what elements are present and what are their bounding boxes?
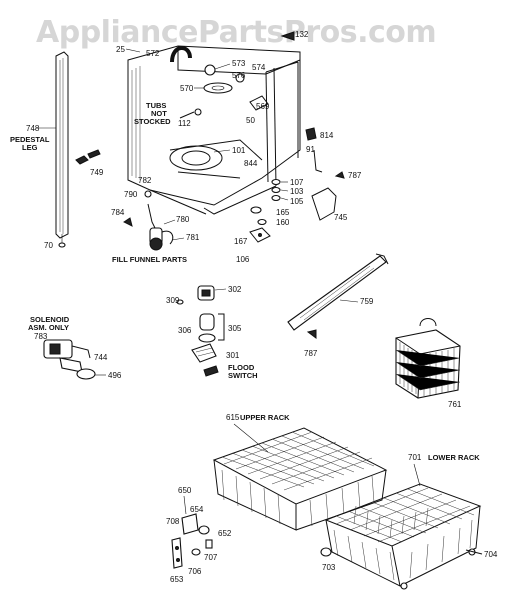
pedestal-caption-line2: LEG — [22, 143, 38, 152]
flood-switch-assembly: 302 309 305 306 301 FLOOD SWITCH — [166, 285, 258, 380]
flood-caption-line2: SWITCH — [228, 371, 258, 380]
tubs-caption-line2: NOT — [151, 109, 167, 118]
part-label-167: 167 — [234, 237, 248, 246]
part-label-744: 744 — [94, 353, 108, 362]
fill-funnel-caption: FILL FUNNEL PARTS — [112, 255, 187, 264]
part-label-749: 749 — [90, 168, 104, 177]
part-label-103: 103 — [290, 187, 304, 196]
fill-funnel: 782 790 784 780 781 FILL FUNNEL PARTS — [111, 176, 200, 264]
tubs-caption-line3: STOCKED — [134, 117, 171, 126]
part-label-707: 707 — [204, 553, 218, 562]
tubs-caption-line1: TUBS — [146, 101, 166, 110]
solenoid-caption-line1: SOLENOID — [30, 315, 70, 324]
part-label-160: 160 — [276, 218, 290, 227]
part-label-309: 309 — [166, 296, 180, 305]
part-label-784: 784 — [111, 208, 125, 217]
part-label-761: 761 — [448, 400, 462, 409]
part-label-780: 780 — [176, 215, 190, 224]
part-label-706: 706 — [188, 567, 202, 576]
part-label-132: 132 — [295, 30, 309, 39]
part-label-783: 783 — [34, 332, 48, 341]
part-label-787-top: 787 — [348, 171, 362, 180]
part-label-704: 704 — [484, 550, 498, 559]
part-label-572: 572 — [146, 49, 160, 58]
part-label-652: 652 — [218, 529, 232, 538]
lower-rack-caption: LOWER RACK — [428, 453, 480, 462]
flood-caption-line1: FLOOD — [228, 363, 255, 372]
part-label-301: 301 — [226, 351, 240, 360]
part-label-106: 106 — [236, 255, 250, 264]
part-label-782: 782 — [138, 176, 152, 185]
solenoid-assembly: SOLENOID ASM. ONLY 783 744 496 — [28, 315, 122, 380]
part-label-653: 653 — [170, 575, 184, 584]
part-label-496: 496 — [108, 371, 122, 380]
upper-rack: 615 UPPER RACK — [212, 413, 388, 531]
part-label-650: 650 — [178, 486, 192, 495]
tub-labels: 25 572 132 573 574 576 570 569 50 112 10… — [116, 30, 309, 168]
part-label-787-mid: 787 — [304, 349, 318, 358]
part-label-569: 569 — [256, 102, 270, 111]
part-label-50: 50 — [246, 116, 255, 125]
part-label-305: 305 — [228, 324, 242, 333]
part-label-759: 759 — [360, 297, 374, 306]
part-label-708: 708 — [166, 517, 180, 526]
part-label-574: 574 — [252, 63, 266, 72]
part-label-654: 654 — [190, 505, 204, 514]
part-label-703: 703 — [322, 563, 336, 572]
part-label-570: 570 — [180, 84, 194, 93]
part-label-91: 91 — [306, 145, 315, 154]
solenoid-caption-line2: ASM. ONLY — [28, 323, 69, 332]
part-label-112: 112 — [178, 119, 191, 128]
watermark: AppliancePartsPros.com — [36, 15, 436, 50]
part-label-107: 107 — [290, 178, 304, 187]
part-label-615: 615 — [226, 413, 240, 422]
part-label-573: 573 — [232, 59, 246, 68]
pedestal-caption-line1: PEDESTAL — [10, 135, 50, 144]
part-label-790: 790 — [124, 190, 138, 199]
part-label-101: 101 — [232, 146, 246, 155]
part-label-781: 781 — [186, 233, 200, 242]
part-label-576: 576 — [232, 71, 246, 80]
part-label-25: 25 — [116, 45, 125, 54]
part-label-745: 745 — [334, 213, 348, 222]
part-label-105: 105 — [290, 197, 304, 206]
rack-rail: 759 787 — [287, 253, 389, 358]
silverware-basket: 761 — [395, 318, 462, 409]
part-label-814: 814 — [320, 131, 334, 140]
pedestal-leg: 748 PEDESTAL LEG 749 70 — [10, 51, 104, 250]
part-label-302: 302 — [228, 285, 242, 294]
upper-rack-caption: UPPER RACK — [240, 413, 290, 422]
rack-adjuster-parts: 650 654 708 652 707 706 653 — [166, 486, 232, 584]
part-label-701: 701 — [408, 453, 422, 462]
part-label-844: 844 — [244, 159, 258, 168]
lower-rack: 701 LOWER RACK 704 703 — [320, 453, 498, 590]
part-label-306: 306 — [178, 326, 192, 335]
part-label-748: 748 — [26, 124, 40, 133]
right-small-parts: 814 91 107 103 105 787 745 165 160 167 1… — [234, 127, 362, 264]
part-label-70: 70 — [44, 241, 53, 250]
part-label-165: 165 — [276, 208, 290, 217]
